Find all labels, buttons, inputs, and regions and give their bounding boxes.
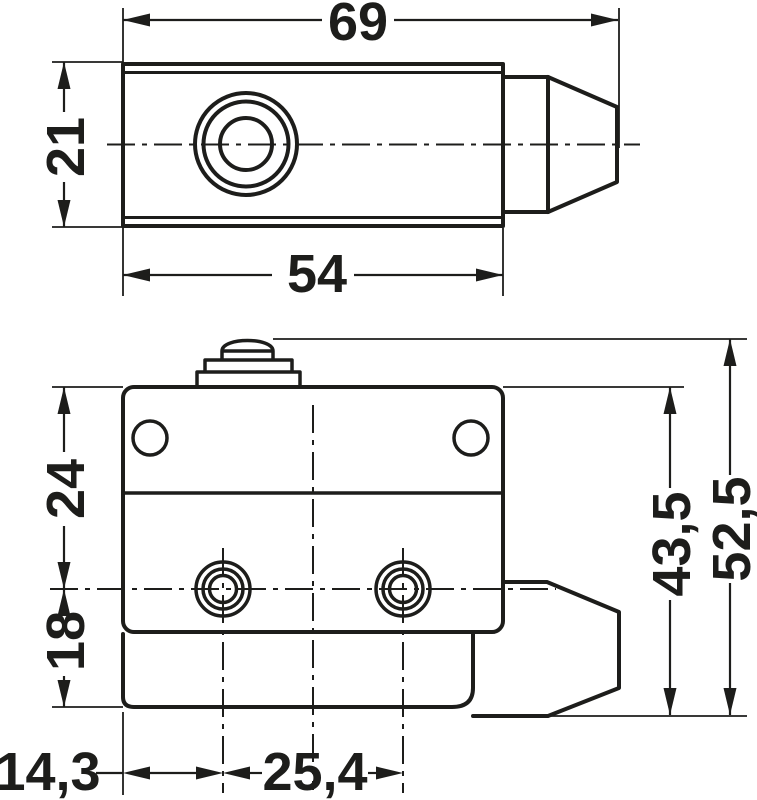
- arrowhead-down: [57, 562, 71, 589]
- top-view-gland-cone: [546, 75, 619, 214]
- screw-hole-2: [374, 560, 432, 618]
- plunger-ring-inner: [218, 116, 274, 172]
- arrowhead-down: [57, 200, 71, 227]
- dimension-body-height: 21: [36, 62, 96, 227]
- dim-label-hole-spacing: 25,4: [262, 742, 367, 800]
- arrowhead-up: [663, 387, 677, 414]
- dim-label-base-to-body-top: 43,5: [642, 491, 702, 596]
- arrowhead-right: [376, 766, 403, 780]
- dimension-body-length: 54: [123, 244, 503, 304]
- dimension-hole-axis-to-bottom: 18: [36, 589, 96, 707]
- front-view: [121, 338, 621, 718]
- front-view-gland-cone: [471, 580, 621, 718]
- dimension-edge-to-first-hole: 14,3: [0, 742, 223, 800]
- center-lines: [50, 143, 640, 793]
- screw-hole-1-middle: [201, 567, 245, 611]
- dimension-hole-spacing: 25,4: [223, 742, 403, 800]
- front-view-base-plate: [121, 632, 475, 709]
- dimension-base-to-body-top: 43,5: [642, 387, 702, 715]
- dim-label-body-height: 21: [36, 117, 96, 177]
- arrowhead-right: [196, 766, 223, 780]
- dim-label-base-to-plunger-top: 52,5: [702, 476, 757, 581]
- extension-lines: [52, 8, 747, 795]
- top-view-gland-neck: [501, 75, 550, 214]
- arrowhead-up: [57, 387, 71, 414]
- arrowhead-down: [663, 688, 677, 715]
- arrowhead-left: [223, 766, 250, 780]
- screw-hole-1: [194, 560, 252, 618]
- front-view-body-outline: [121, 385, 505, 634]
- arrowhead-left: [123, 13, 150, 27]
- top-view: [121, 62, 619, 228]
- dim-label-hole-axis-to-bottom: 18: [36, 611, 96, 671]
- dimension-total-length: 69: [123, 0, 618, 52]
- screw-hole-2-inner: [387, 573, 419, 605]
- dim-label-edge-to-first-hole: 14,3: [0, 742, 101, 800]
- arrowhead-up: [723, 339, 737, 366]
- mounting-hole-right: [452, 419, 490, 457]
- screw-hole-1-inner: [207, 573, 239, 605]
- plunger-step-middle: [203, 358, 294, 372]
- plunger-button: [195, 338, 302, 387]
- arrowhead-left: [123, 766, 150, 780]
- plunger-ring-middle: [201, 99, 291, 189]
- plunger-ring-outer: [193, 91, 299, 197]
- screw-hole-2-middle: [381, 567, 425, 611]
- arrowhead-up: [57, 62, 71, 89]
- screw-hole-2-outer: [374, 560, 432, 618]
- arrowhead-down: [57, 680, 71, 707]
- dimension-base-to-plunger-top: 52,5: [702, 339, 757, 715]
- arrowhead-right: [476, 268, 503, 282]
- mounting-hole-left: [131, 419, 169, 457]
- arrowhead-left: [123, 268, 150, 282]
- screw-hole-1-outer: [194, 560, 252, 618]
- plunger-step-base: [195, 370, 302, 387]
- dim-label-body-length: 54: [287, 244, 347, 304]
- dim-label-top-to-hole-axis: 24: [36, 459, 96, 519]
- dim-label-total-length: 69: [328, 0, 388, 52]
- dimension-top-to-hole-axis: 24: [36, 387, 96, 589]
- arrowhead-right: [591, 13, 618, 27]
- arrowhead-down: [723, 688, 737, 715]
- arrowhead-up: [57, 589, 71, 616]
